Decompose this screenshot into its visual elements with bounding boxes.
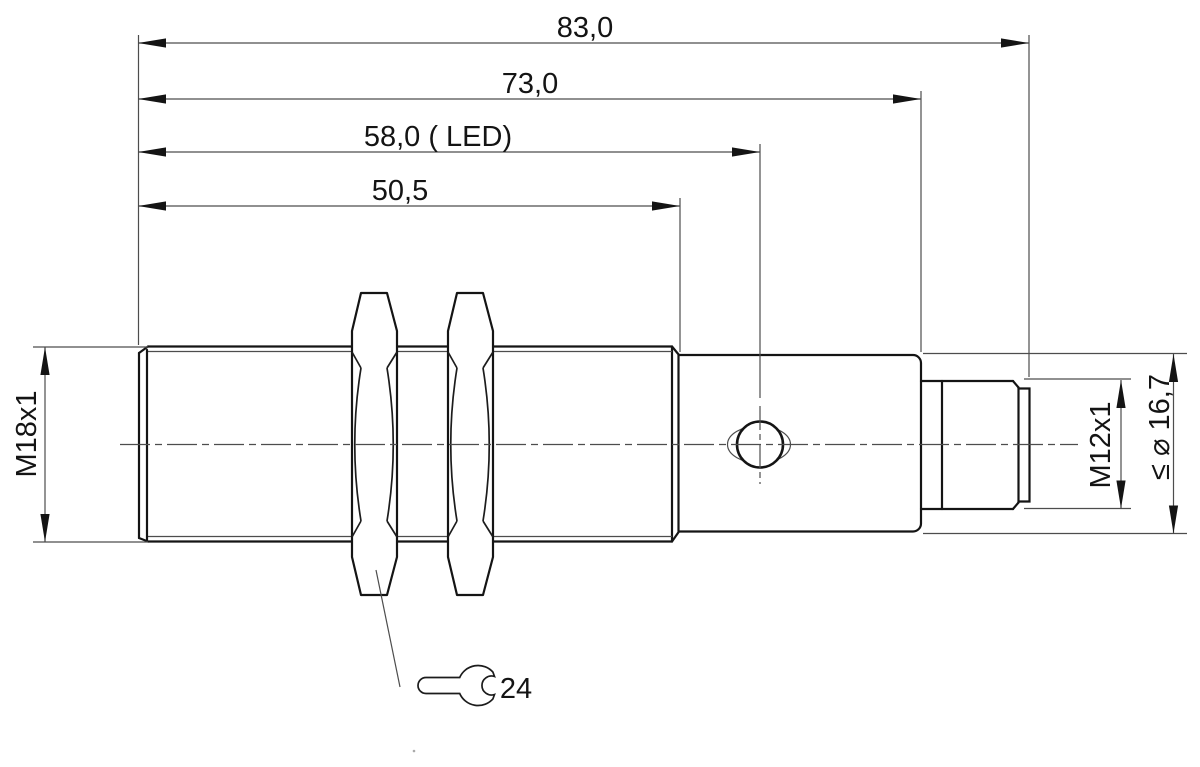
arrowhead-down xyxy=(1168,505,1179,534)
arrowhead-up xyxy=(1168,354,1179,382)
wrench-size-label: 24 xyxy=(500,673,532,705)
leader-line xyxy=(375,569,401,688)
sensor-barrel xyxy=(146,345,674,543)
dimension-thread-length-label: 50,5 xyxy=(372,175,428,207)
connector-thread-label: M12x1 xyxy=(1085,401,1117,488)
dimension-to-connector-label: 73,0 xyxy=(502,68,558,100)
arrowhead-down xyxy=(40,514,50,542)
connector-chamfer-bottom xyxy=(1011,501,1020,511)
housing-chamfer-bottom xyxy=(670,530,681,543)
arrowhead-down xyxy=(1116,480,1126,509)
arrowhead-left xyxy=(138,94,166,104)
rear-diameter-label: ≤ ⌀ 16,7 xyxy=(1144,374,1176,480)
dimension-rear-diameter: ≤ ⌀ 16,7 xyxy=(1144,354,1179,534)
dimension-to-connector: 73,0 xyxy=(138,68,921,104)
face-chamfer-bottom xyxy=(137,536,150,543)
arrowhead-left xyxy=(138,201,166,211)
arrowhead-right xyxy=(652,201,680,211)
arrowhead-up xyxy=(1116,380,1126,408)
dimension-m18-thread: M18x1 xyxy=(11,347,50,542)
stray-speck xyxy=(412,749,416,753)
connector-chamfer-top xyxy=(1011,379,1020,389)
housing-chamfer-top xyxy=(670,345,681,357)
dimension-to-led: 58,0 ( LED) xyxy=(138,121,760,157)
dimension-to-led-label: 58,0 ( LED) xyxy=(364,121,512,153)
arrowhead-left xyxy=(138,38,166,48)
arrowhead-right xyxy=(732,147,760,157)
dimension-overall-length-label: 83,0 xyxy=(557,12,613,44)
arrowhead-right xyxy=(1001,38,1029,48)
front-thread-label: M18x1 xyxy=(11,390,43,477)
arrowhead-left xyxy=(138,147,166,157)
sensor-housing xyxy=(677,353,923,533)
dimension-thread-length: 50,5 xyxy=(138,175,680,211)
sensor-body xyxy=(137,345,1031,543)
wrench-icon xyxy=(417,664,496,707)
extension-lines xyxy=(33,35,1187,543)
dimension-m12-thread: M12x1 xyxy=(1085,380,1126,509)
arrowhead-right xyxy=(893,94,921,104)
dimension-overall-length: 83,0 xyxy=(138,12,1029,48)
arrowhead-up xyxy=(40,347,50,375)
wrench-callout: 24 xyxy=(375,569,532,753)
